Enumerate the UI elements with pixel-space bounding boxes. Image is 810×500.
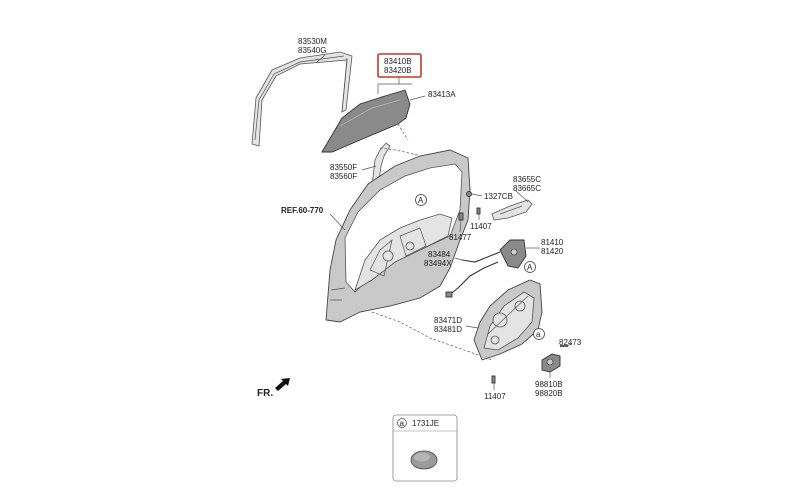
label-1327cb[interactable]: 1327CB bbox=[484, 192, 513, 201]
label-11407-top[interactable]: 11407 bbox=[470, 222, 492, 231]
callout-a-text: A bbox=[418, 196, 424, 205]
door-cable-part[interactable] bbox=[445, 251, 501, 298]
label-cable-1[interactable]: 83484 bbox=[428, 250, 451, 259]
leader-82473 bbox=[565, 343, 573, 347]
leader-module bbox=[465, 325, 479, 329]
door-module-part[interactable] bbox=[473, 279, 543, 361]
label-glass-2[interactable]: 83420B bbox=[384, 66, 412, 75]
callout-a-small-text: a bbox=[536, 330, 541, 339]
bolt-11407-bottom-part[interactable] bbox=[491, 375, 496, 384]
leader-cable bbox=[454, 257, 463, 261]
window-motor-part[interactable] bbox=[541, 353, 561, 373]
bolt-1327cb-part[interactable] bbox=[466, 191, 472, 197]
label-glass-seal[interactable]: 83413A bbox=[428, 90, 456, 99]
door-handle-part[interactable] bbox=[491, 199, 533, 221]
leader-handle bbox=[514, 189, 529, 203]
label-81477[interactable]: 81477 bbox=[449, 233, 472, 242]
label-latch-1[interactable]: 81410 bbox=[541, 238, 564, 247]
label-handle-1[interactable]: 83655C bbox=[513, 175, 541, 184]
label-run-channel-1[interactable]: 83530M bbox=[298, 37, 327, 46]
label-motor-2[interactable]: 98820B bbox=[535, 389, 563, 398]
label-module-1[interactable]: 83471D bbox=[434, 316, 462, 325]
legend-box bbox=[392, 414, 458, 482]
legend-part-number[interactable]: 1731JE bbox=[412, 419, 439, 428]
front-arrow-icon bbox=[275, 378, 290, 391]
label-weatherstrip-1[interactable]: 83550F bbox=[330, 163, 357, 172]
label-reference[interactable]: REF.60-770 bbox=[281, 206, 324, 215]
label-motor-1[interactable]: 98810B bbox=[535, 380, 563, 389]
leader-1327cb bbox=[471, 193, 483, 197]
label-weatherstrip-2[interactable]: 83560F bbox=[330, 172, 357, 181]
callout-a-lower-circle[interactable] bbox=[524, 261, 536, 273]
run-channel-part[interactable] bbox=[251, 51, 353, 147]
callout-a-small-circle[interactable] bbox=[533, 328, 545, 340]
legend-marker-circle bbox=[397, 418, 407, 428]
door-panel-part[interactable] bbox=[325, 149, 471, 323]
leader-81477 bbox=[459, 219, 462, 233]
clip-81477-part[interactable] bbox=[458, 212, 464, 221]
label-cable-2[interactable]: 83494X bbox=[424, 259, 452, 268]
bolt-11407-top-part[interactable] bbox=[476, 207, 481, 215]
leader-glass-seal bbox=[409, 95, 426, 101]
callout-a-circle[interactable] bbox=[415, 194, 427, 206]
label-handle-2[interactable]: 83665C bbox=[513, 184, 541, 193]
glass-highlight-box[interactable] bbox=[377, 53, 422, 78]
leader-weatherstrip bbox=[361, 165, 377, 171]
dashed-guides-upper bbox=[379, 123, 431, 159]
label-glass-1[interactable]: 83410B bbox=[384, 57, 412, 66]
legend-marker: a bbox=[400, 419, 405, 428]
label-module-2[interactable]: 83481D bbox=[434, 325, 462, 334]
label-82473[interactable]: 82473 bbox=[559, 338, 582, 347]
label-latch-2[interactable]: 81420 bbox=[541, 247, 564, 256]
label-11407-bottom[interactable]: 11407 bbox=[484, 392, 506, 401]
label-run-channel-2[interactable]: 83540G bbox=[298, 46, 326, 55]
door-latch-part[interactable] bbox=[499, 239, 527, 269]
plug-1731je-part[interactable] bbox=[410, 450, 438, 470]
dashed-guides-lower bbox=[371, 311, 493, 361]
front-indicator-label: FR. bbox=[257, 388, 273, 399]
leader-run-channel bbox=[315, 54, 326, 64]
callout-a-lower-text: A bbox=[527, 263, 533, 272]
leader-reference bbox=[329, 213, 346, 231]
door-glass-part[interactable] bbox=[321, 89, 411, 153]
